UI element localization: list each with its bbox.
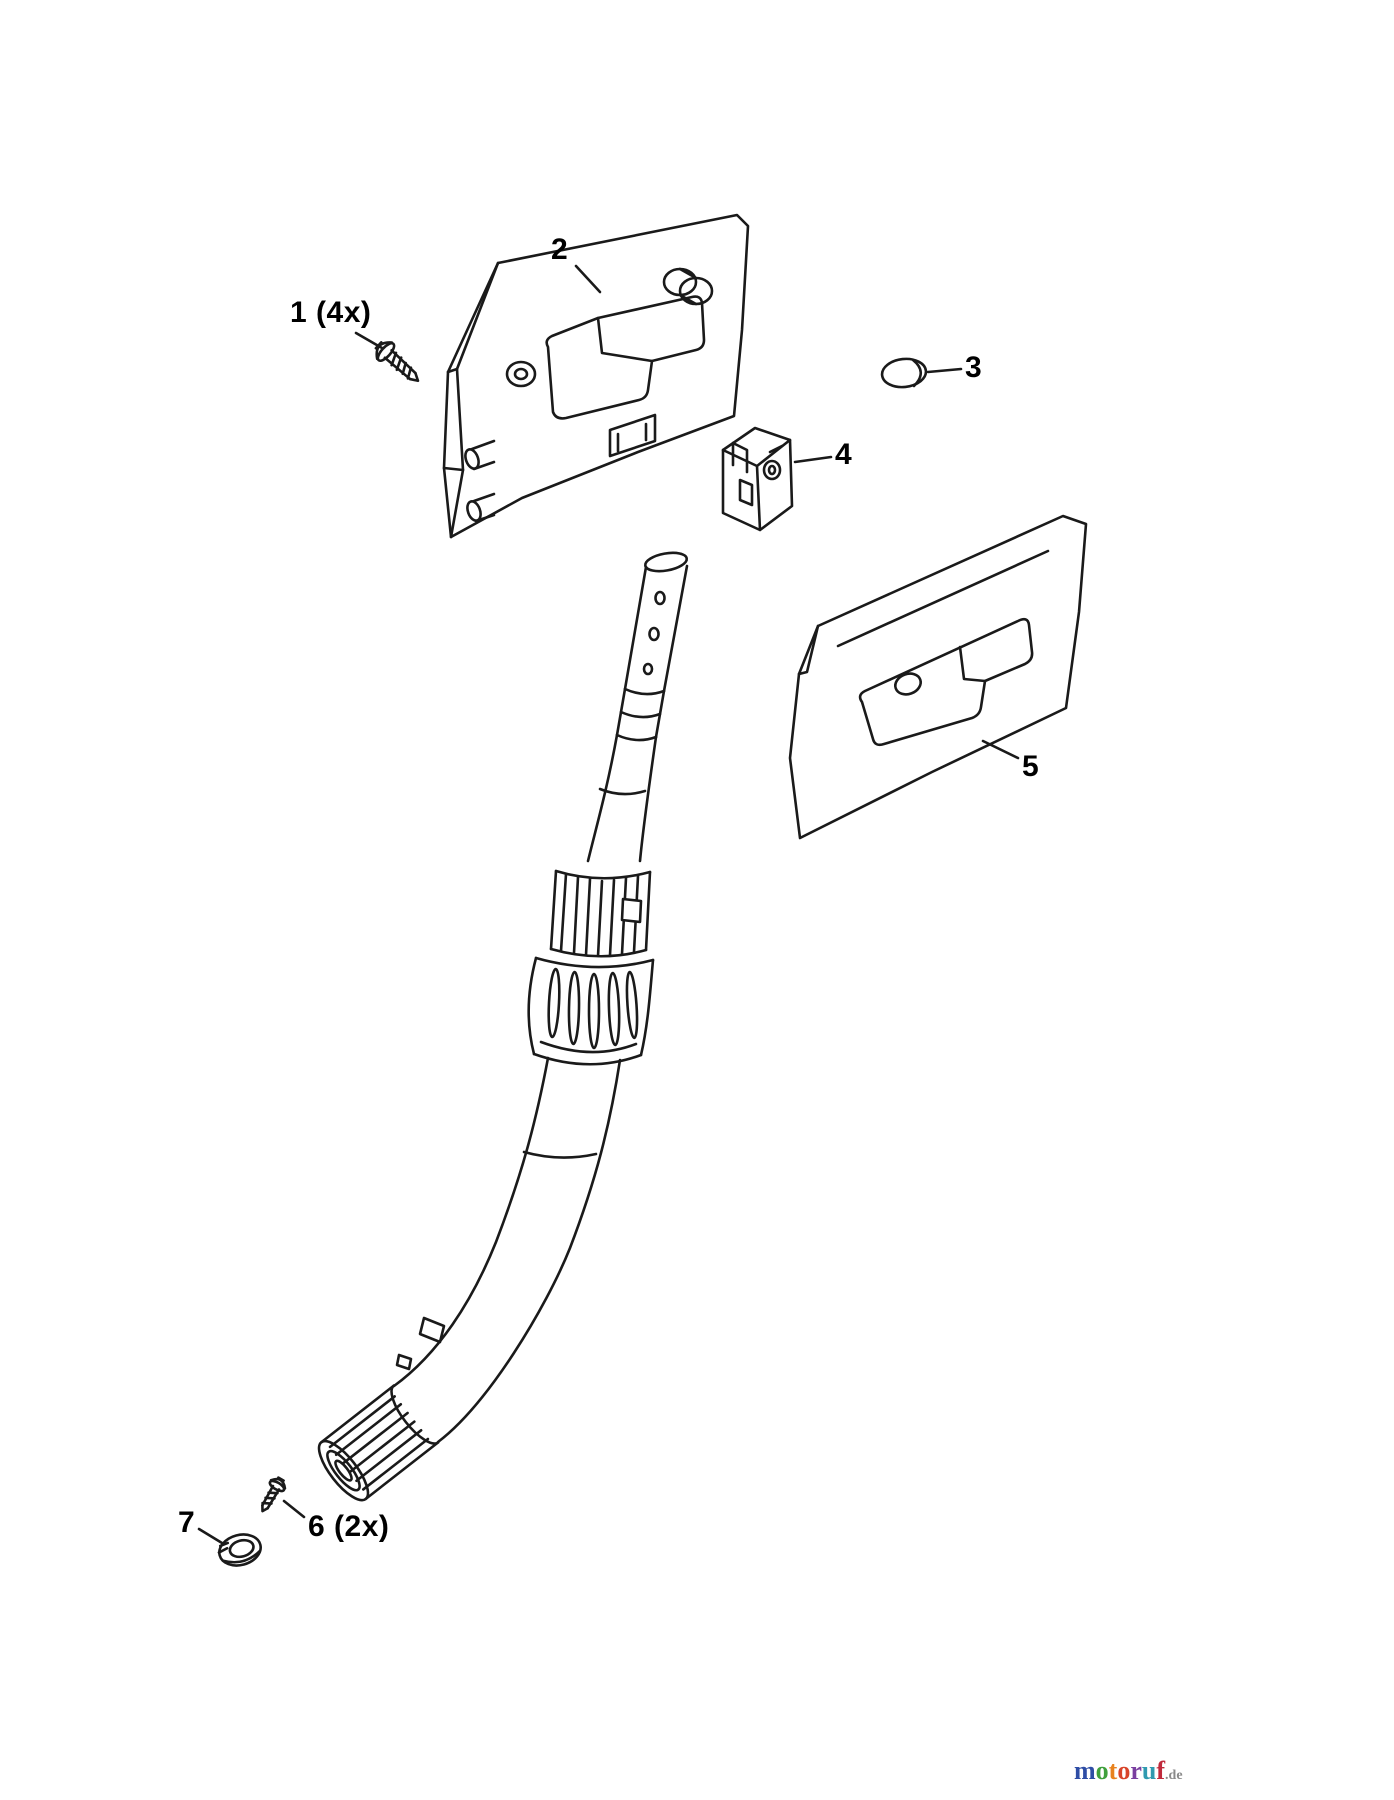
callout-label-4: 4 [835,438,853,471]
callout-label-1: 1 (4x) [290,296,372,329]
callout-label-6: 6 (2x) [308,1510,390,1543]
part-screw-6 [261,1476,287,1513]
callout-label-2: 2 [551,233,569,266]
part-plug-3 [880,357,928,389]
watermark-letter: m [1074,1756,1096,1785]
watermark-suffix: .de [1165,1768,1183,1783]
part-lower-cover-plate [788,514,1088,840]
part-splined-end-cap [317,1384,440,1502]
watermark-letter: r [1130,1756,1142,1785]
watermark-letter: u [1141,1756,1157,1785]
watermark-letter: f [1156,1756,1166,1785]
callout-label-5: 5 [1022,750,1040,783]
watermark-letter: o [1095,1756,1109,1785]
part-shaft-coupler [527,869,655,1066]
callout-label-3: 3 [965,351,983,384]
part-cable-clamp-4 [721,426,794,532]
watermark: motoruf.de [1074,1756,1183,1786]
watermark-letter: o [1117,1756,1131,1785]
watermark-letter: t [1108,1756,1118,1785]
callout-leader-lines [197,264,1020,1545]
callout-label-7: 7 [178,1506,196,1539]
part-cap-7 [217,1533,262,1567]
watermark-brand: motoruf [1074,1756,1165,1785]
part-screw-1 [374,341,420,383]
part-drive-shaft [586,551,689,863]
part-upper-cover-plate [442,213,750,539]
part-lower-shaft-tube [392,1056,622,1444]
